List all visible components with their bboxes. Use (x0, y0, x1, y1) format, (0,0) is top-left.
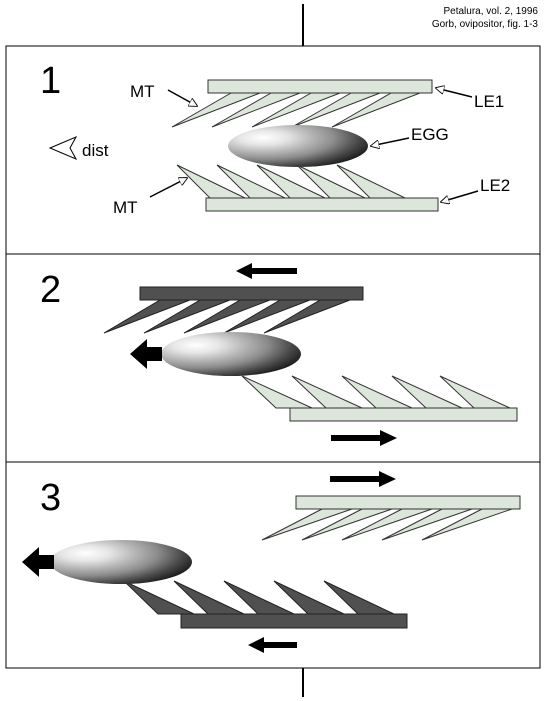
label-le1: LE1 (474, 92, 504, 111)
label-mt-top: MT (130, 82, 155, 101)
egg-pointer (371, 137, 410, 146)
panel-3-upper-valve (261, 495, 521, 541)
credit-line-1: Petalura, vol. 2, 1996 (443, 6, 538, 17)
panel-3-upper-arrow-right (330, 471, 396, 487)
le2-pointer (441, 190, 479, 202)
label-dist: dist (82, 141, 109, 160)
panel-2-upper-arrow-left (236, 263, 297, 279)
panel-3-egg-arrow-left (22, 547, 54, 577)
mt-top-pointer (167, 89, 197, 106)
panel-1-lower-valve (176, 164, 439, 212)
panel-3-number: 3 (40, 477, 61, 519)
panel-2-egg (161, 332, 301, 376)
panel-1-upper-valve (171, 79, 433, 128)
panel-3-frame (5, 461, 541, 669)
label-mt-bottom: MT (113, 198, 138, 217)
panel-3-egg (50, 540, 192, 584)
dist-arrow-icon (48, 135, 78, 161)
label-le2: LE2 (480, 176, 510, 195)
panel-2-lower-arrow-right (331, 430, 397, 446)
mt-bottom-pointer (149, 178, 187, 198)
panel-2-number: 2 (40, 269, 61, 311)
panel-1-egg (228, 125, 368, 167)
panel-2-upper-valve (103, 286, 364, 334)
panel-1-number: 1 (40, 60, 61, 102)
label-egg: EGG (411, 125, 449, 144)
credit-line-2: Gorb, ovipositor, fig. 1-3 (431, 19, 538, 30)
panel-2-egg-arrow-left (130, 339, 162, 369)
panel-2-lower-valve (241, 375, 518, 422)
panel-3-lower-valve (123, 580, 408, 629)
le1-pointer (436, 88, 473, 98)
panel-3-lower-arrow-left (248, 637, 297, 653)
